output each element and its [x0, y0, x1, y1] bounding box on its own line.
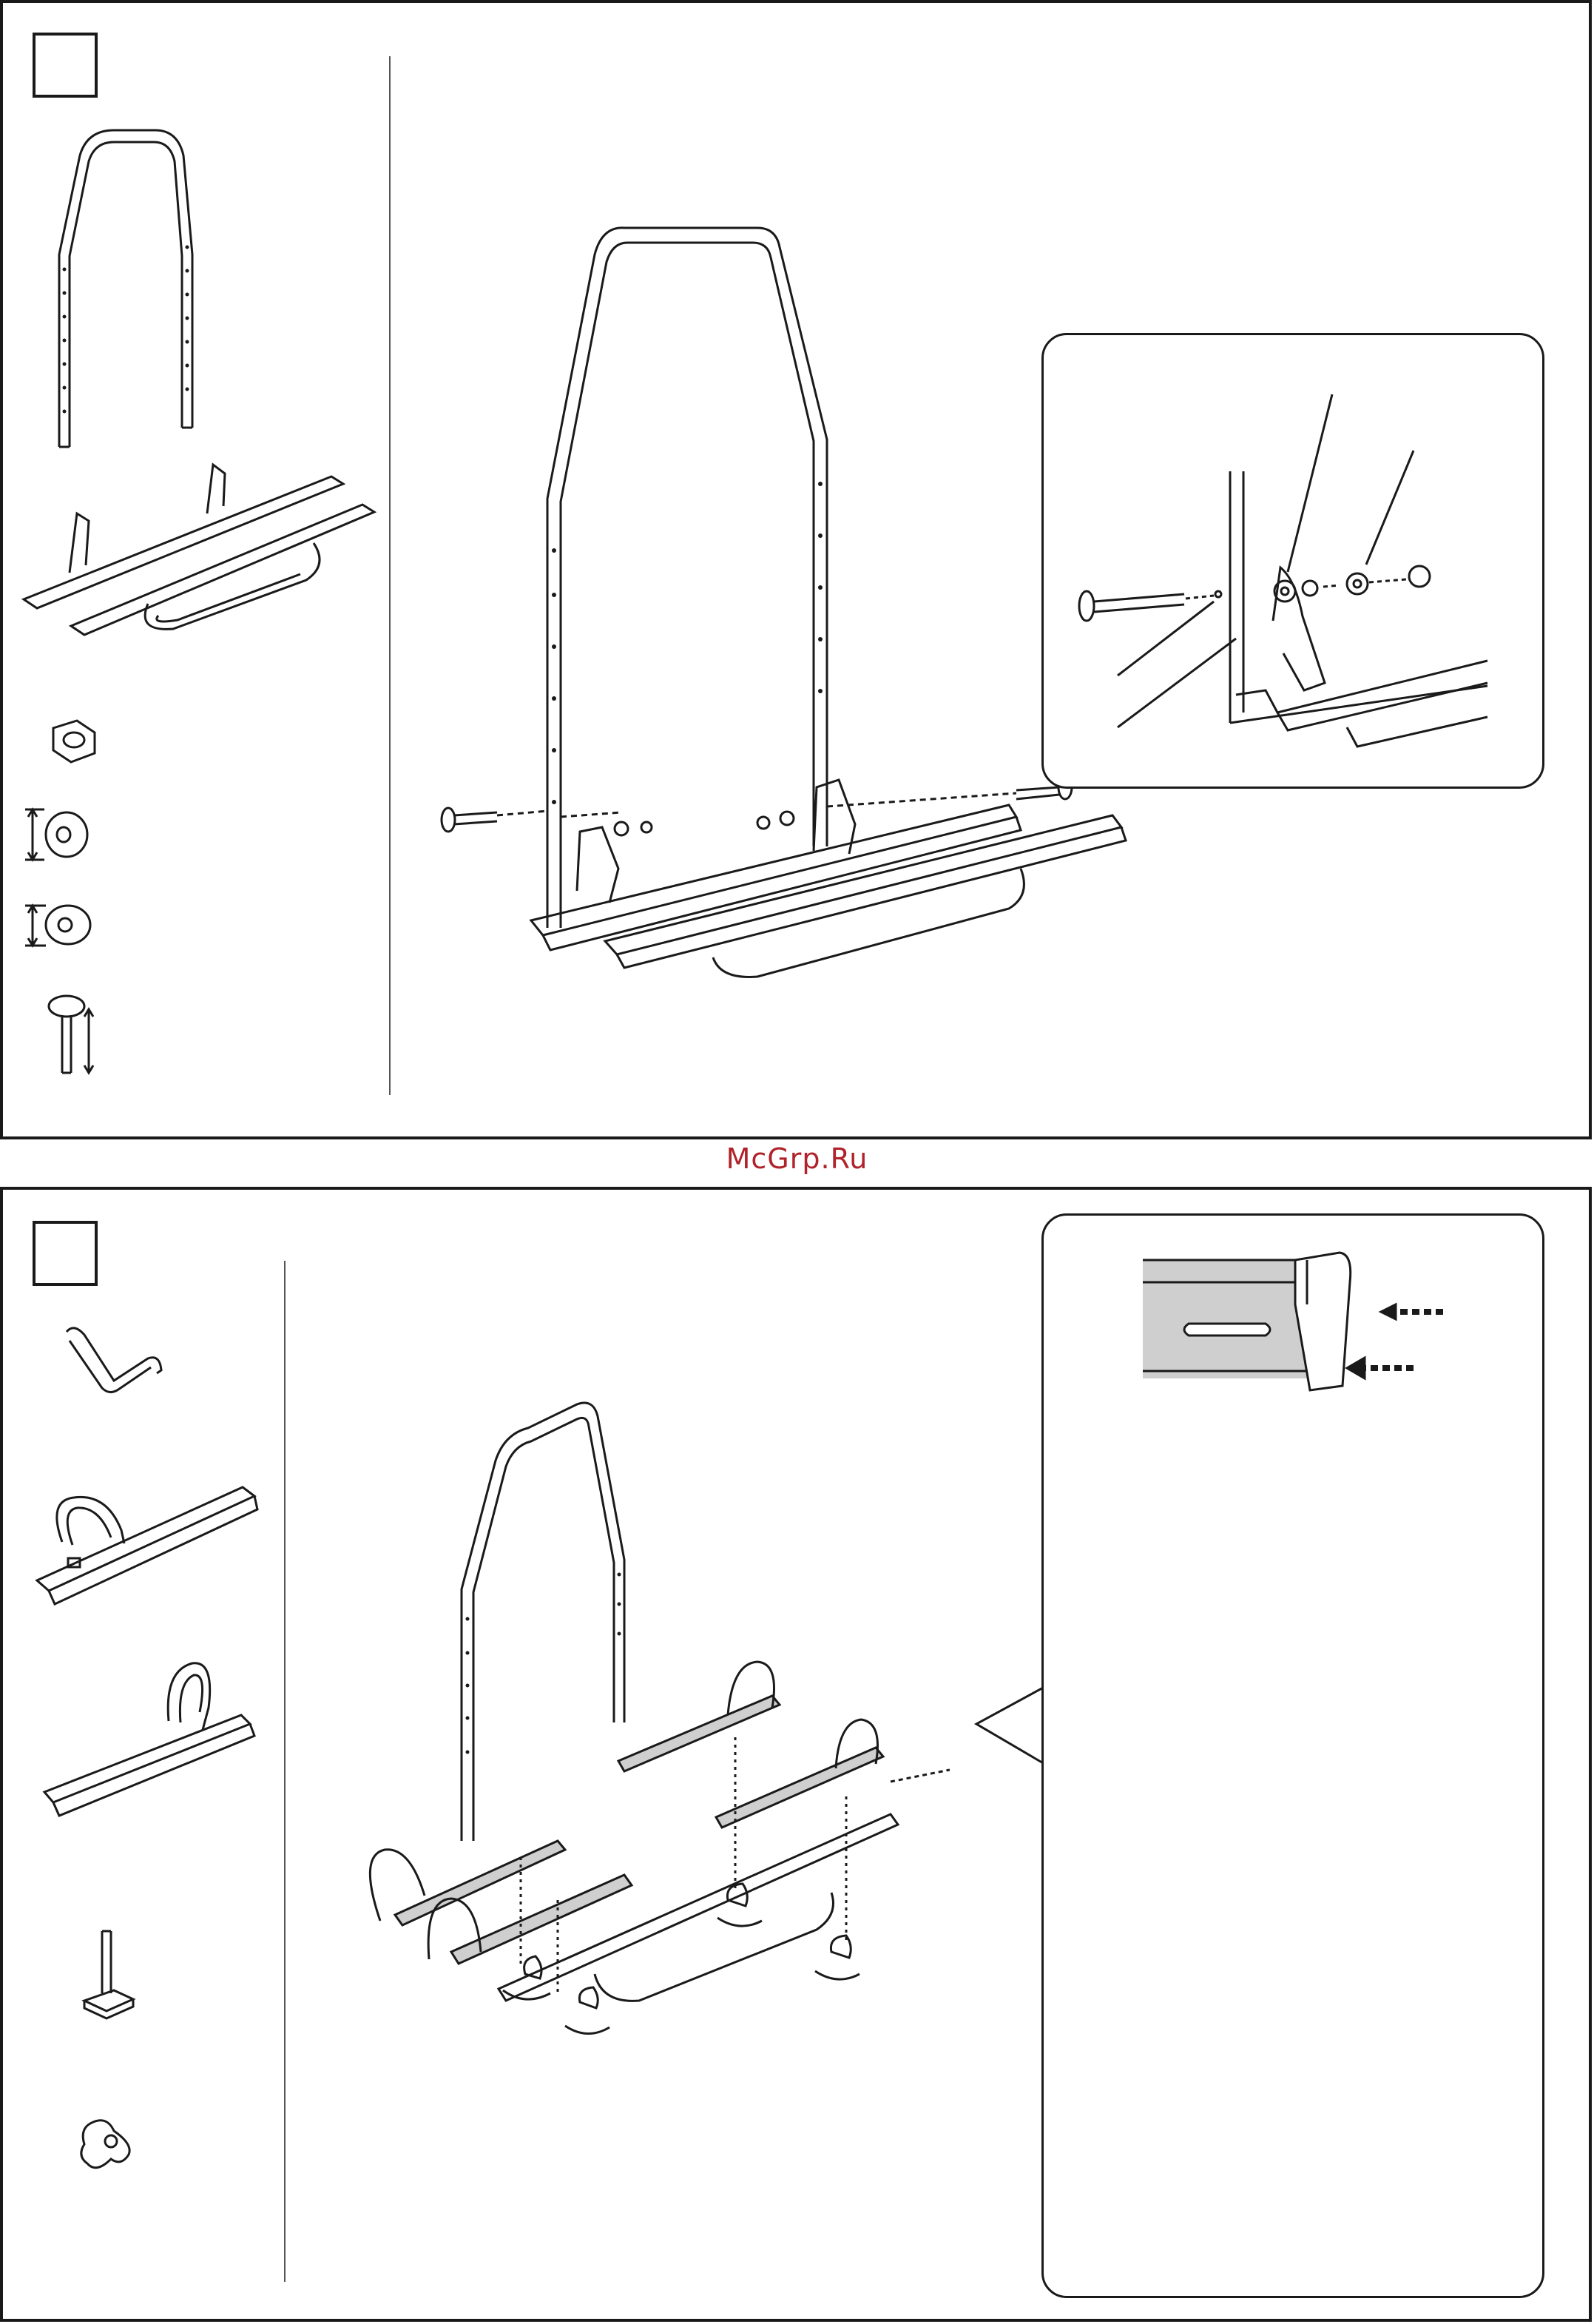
- watermark: McGrp.Ru: [0, 1142, 1594, 1175]
- callout-pointer: [973, 1683, 1047, 1771]
- u-frame-tube-icon: [59, 130, 192, 447]
- rail-assembly-drawing: [314, 1382, 979, 2018]
- bolt-detail-drawing: [1044, 335, 1547, 791]
- end-cap-detail-drawing: [1044, 1216, 1547, 1512]
- parts-divider: [284, 1261, 286, 2282]
- frame-assembly-drawing: [402, 210, 1142, 994]
- detail-callout: [1041, 1213, 1544, 2298]
- t-bolt-icon: [84, 1931, 133, 2018]
- wheel-holder-strap-rail-left-icon: [37, 1487, 257, 1604]
- parts-list: [3, 3, 395, 1135]
- wheel-rail-assembly-icon: [24, 465, 374, 635]
- washer-large-icon: [25, 809, 87, 860]
- bracket-hook-icon: [67, 1328, 161, 1392]
- lock-nut-icon: [53, 721, 95, 762]
- parts-list: [3, 1190, 284, 2314]
- star-knob-icon: [81, 2121, 129, 2168]
- step-1-panel: [0, 0, 1592, 1139]
- wheel-holder-strap-rail-right-icon: [44, 1663, 254, 1816]
- washer-small-icon: [25, 906, 90, 946]
- step-2-panel: [0, 1187, 1592, 2322]
- bolt-icon: [49, 996, 93, 1073]
- detail-callout: [1041, 333, 1544, 789]
